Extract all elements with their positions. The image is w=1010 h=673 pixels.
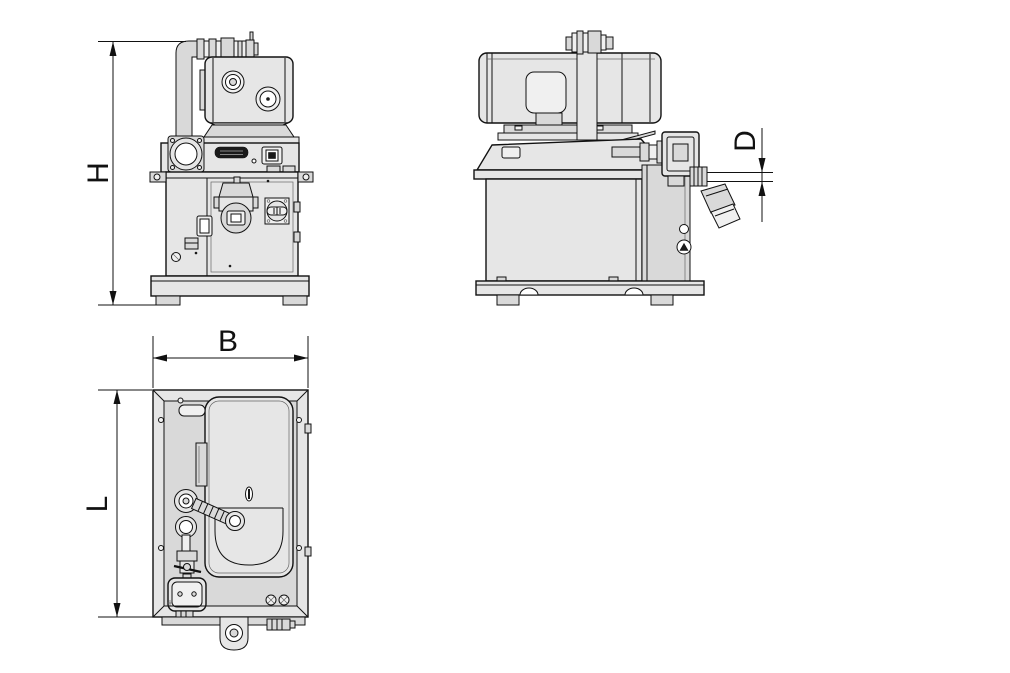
pump-module-front <box>160 135 300 185</box>
hose <box>190 497 234 526</box>
arrowhead <box>109 41 117 56</box>
motor-front <box>197 56 300 144</box>
outlet-port <box>689 166 773 187</box>
arrowhead <box>153 354 167 362</box>
pump-housing-top <box>178 396 294 578</box>
dimension-B: B <box>152 325 309 388</box>
arrowhead <box>113 390 121 404</box>
cee-connector-front <box>213 176 259 234</box>
cee-plug-side <box>700 183 741 229</box>
cabinet-front <box>149 171 314 277</box>
arrowhead <box>113 603 121 617</box>
tank-side <box>473 138 692 282</box>
motor-panel <box>525 71 567 114</box>
arrowhead <box>109 291 117 305</box>
lower-deck <box>161 594 306 651</box>
dimension-H: H <box>82 41 186 306</box>
dim-label-diameter: D <box>729 130 762 152</box>
base-side <box>475 276 705 306</box>
arrowhead <box>758 181 766 196</box>
arrowhead <box>294 354 308 362</box>
valve <box>173 550 202 574</box>
dim-label-height: H <box>82 162 115 184</box>
dimension-D: D <box>729 128 766 222</box>
junction-box <box>611 131 700 187</box>
dimension-L: L <box>81 389 161 618</box>
base-front <box>150 275 310 306</box>
dim-label-width: B <box>218 325 238 358</box>
main-switch <box>264 197 290 225</box>
top-view: B L <box>81 325 312 651</box>
inlet-ports-top <box>173 489 245 574</box>
dim-label-length: L <box>81 496 114 513</box>
motor-side <box>478 30 662 147</box>
front-view: H <box>82 31 314 306</box>
nameplate <box>214 146 249 159</box>
arrowhead <box>758 158 766 173</box>
side-view: D <box>473 30 773 306</box>
